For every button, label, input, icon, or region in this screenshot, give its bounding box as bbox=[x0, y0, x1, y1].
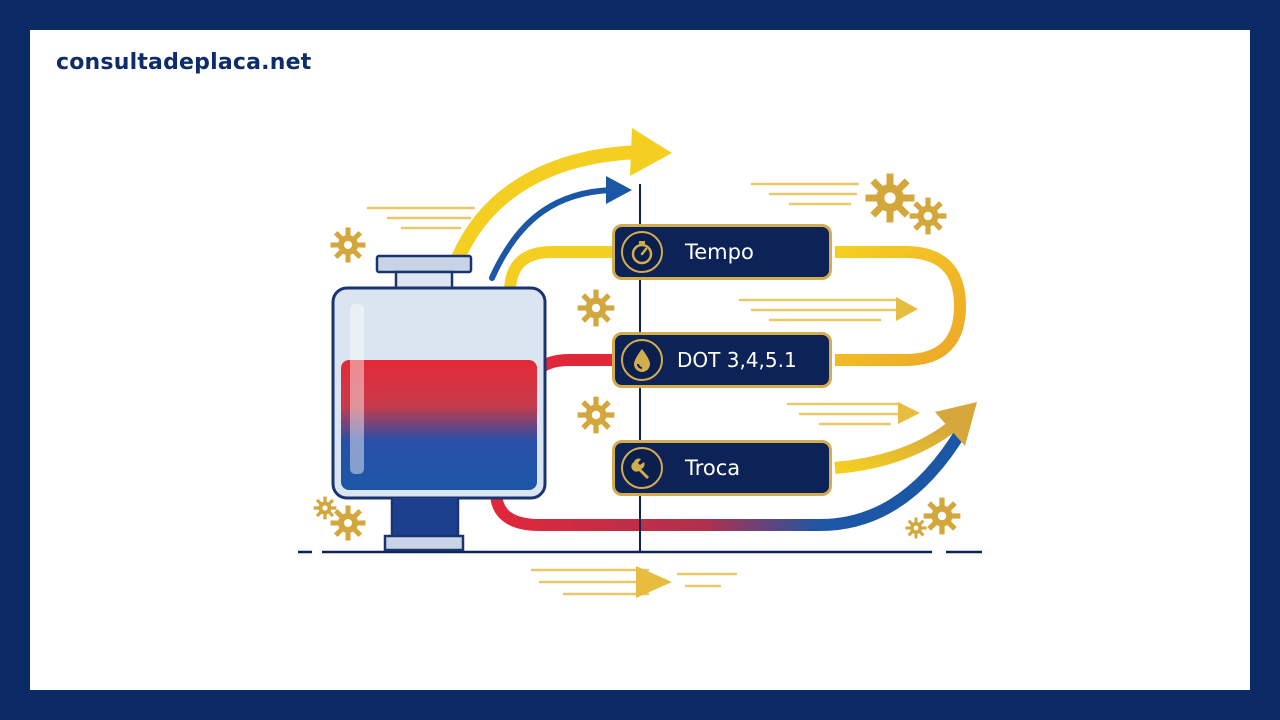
gear-icons bbox=[313, 173, 961, 541]
step-label: Troca bbox=[685, 456, 741, 480]
top-yellow-arrow bbox=[451, 128, 672, 265]
stopwatch-icon bbox=[621, 231, 663, 273]
bottom-flow-pipe bbox=[490, 426, 968, 531]
troca-arrow bbox=[834, 402, 977, 474]
step-label: DOT 3,4,5.1 bbox=[677, 348, 797, 372]
gear-icon bbox=[909, 197, 947, 235]
small-arrowheads bbox=[636, 297, 920, 598]
drop-icon bbox=[621, 339, 663, 381]
gear-icon bbox=[577, 289, 615, 327]
step-dot: DOT 3,4,5.1 bbox=[612, 332, 832, 388]
top-blue-arrow bbox=[489, 176, 632, 281]
step-tempo: Tempo bbox=[612, 224, 832, 280]
step-troca: Troca bbox=[612, 440, 832, 496]
gear-icon bbox=[865, 173, 915, 223]
gear-icon bbox=[330, 227, 366, 263]
wrench-icon bbox=[621, 447, 663, 489]
fluid-reservoir bbox=[331, 254, 547, 552]
speed-lines bbox=[366, 182, 902, 596]
red-pipe bbox=[533, 354, 612, 375]
gear-icon bbox=[330, 505, 366, 541]
gear-icon bbox=[923, 497, 961, 535]
gear-icon bbox=[905, 517, 927, 539]
gear-icon bbox=[577, 396, 615, 434]
step-label: Tempo bbox=[685, 240, 754, 264]
site-name: consultadeplaca.net bbox=[56, 50, 312, 75]
gear-icon bbox=[313, 496, 337, 520]
